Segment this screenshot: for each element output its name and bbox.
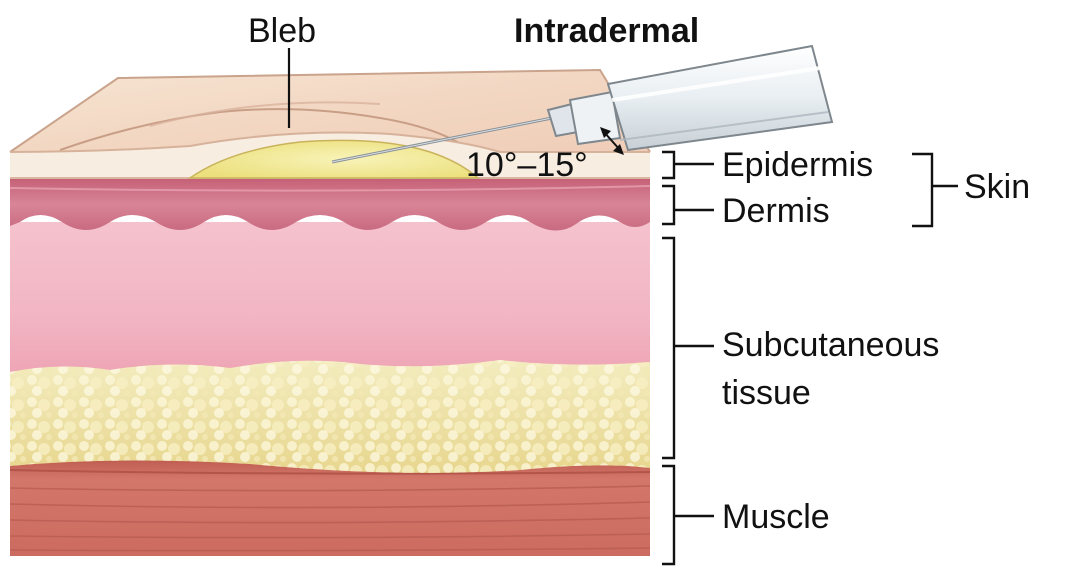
angle-label: 10°–15° (466, 146, 588, 184)
muscle-label: Muscle (722, 498, 830, 536)
fat-layer (10, 360, 650, 473)
subcutaneous-bracket (662, 238, 714, 458)
dermis-label: Dermis (722, 192, 830, 230)
diagram-title: Intradermal (514, 12, 699, 50)
dermis-bracket (662, 186, 714, 224)
epidermis-label: Epidermis (722, 146, 873, 184)
bleb-label: Bleb (248, 12, 316, 50)
skin-label: Skin (964, 168, 1030, 206)
skin-bracket (912, 154, 958, 226)
subcutaneous-layer (10, 222, 650, 380)
subcutaneous-label-line1: Subcutaneous (722, 326, 939, 364)
muscle-bracket (662, 466, 714, 564)
epidermis-bracket (662, 152, 714, 178)
subcutaneous-label-line2: tissue (722, 374, 811, 412)
